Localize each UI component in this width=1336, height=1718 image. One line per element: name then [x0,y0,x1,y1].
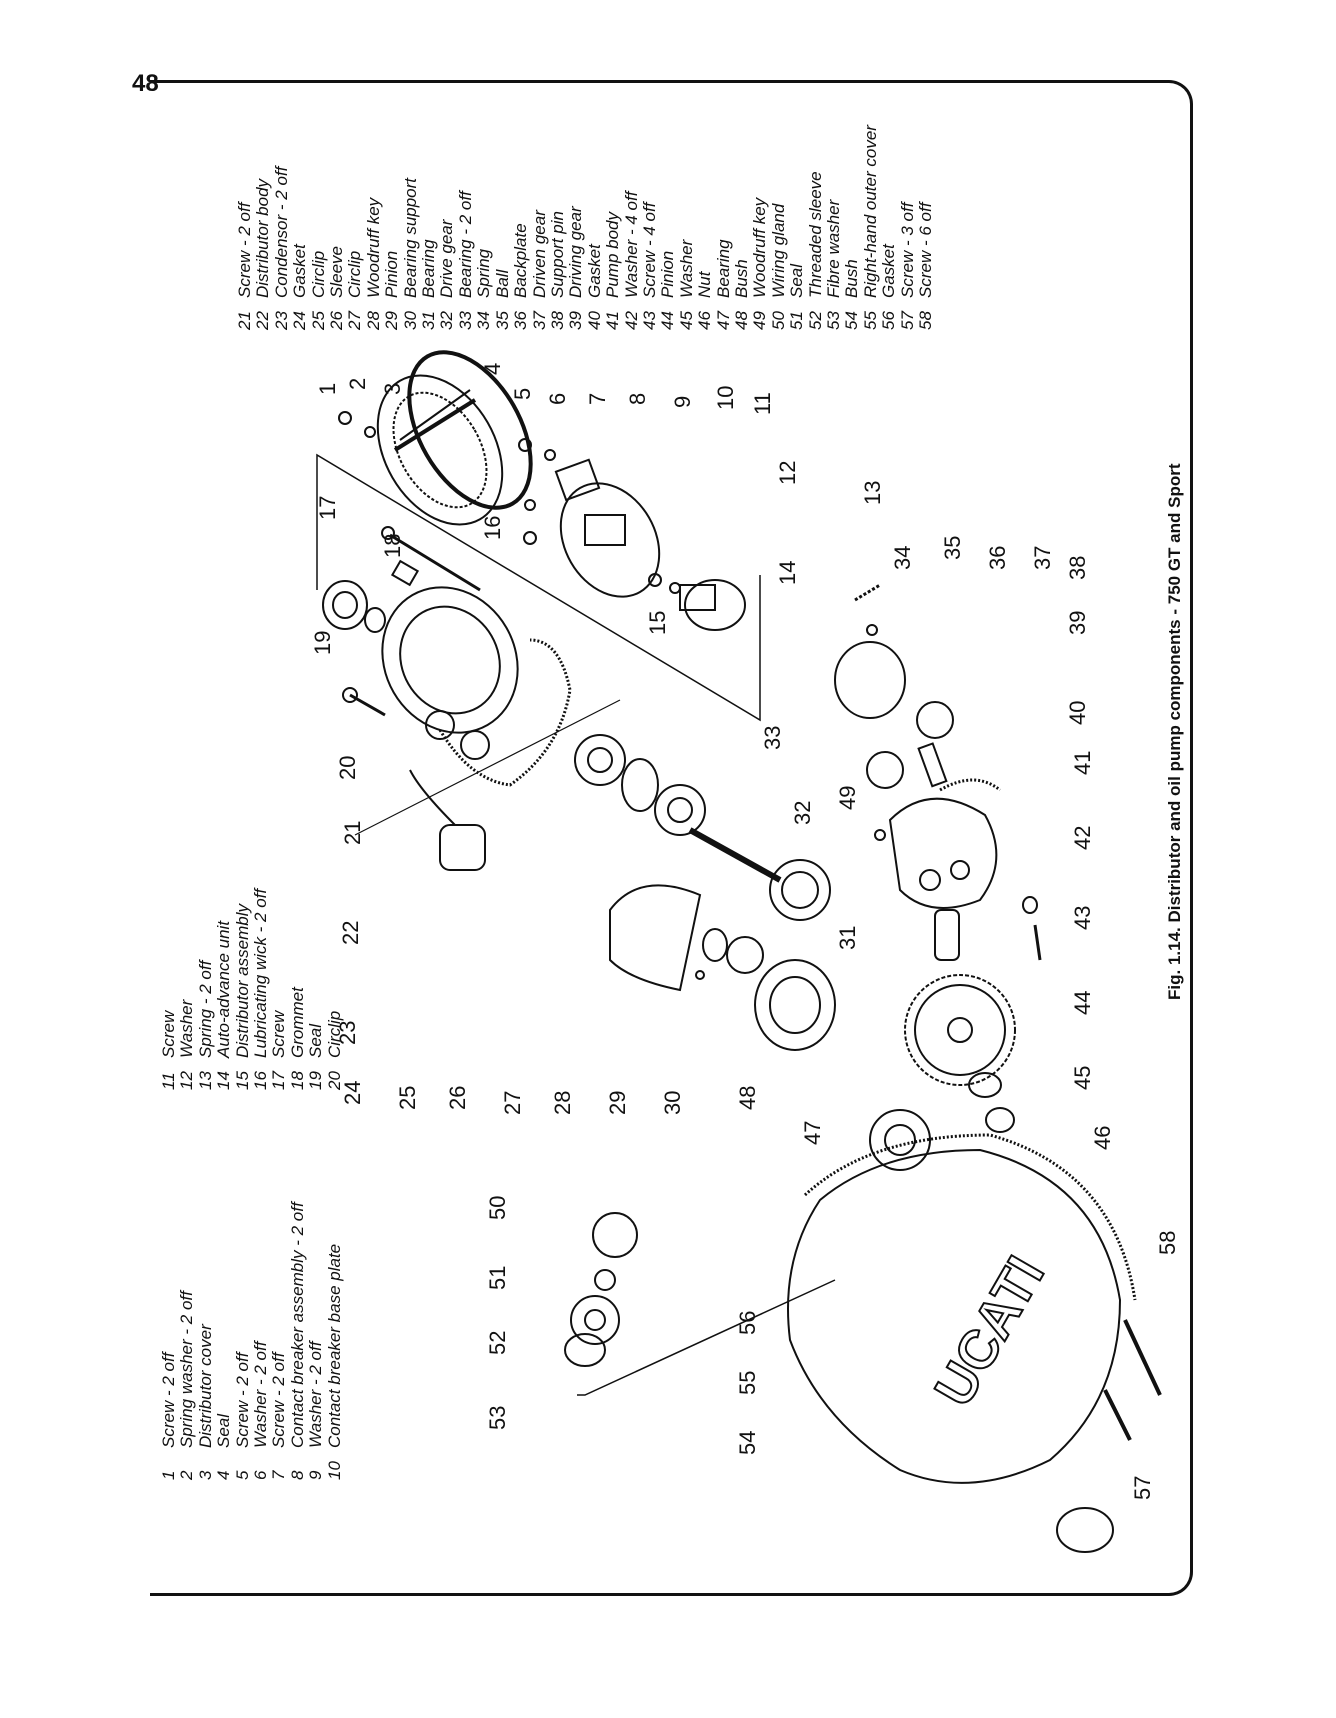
callout-36: 36 [985,546,1010,570]
callout-33: 33 [760,726,785,750]
callout-13: 13 [860,481,885,505]
callout-38: 38 [1065,556,1090,580]
distributor-body-drawing [381,586,519,760]
callout-44: 44 [1070,991,1095,1015]
callout-34: 34 [890,546,915,570]
callout-41: 41 [1070,751,1095,775]
callout-21: 21 [340,821,365,845]
ucati-logo: UCATI [923,1247,1055,1416]
callout-56: 56 [735,1311,760,1335]
callout-58: 58 [1155,1231,1180,1255]
callout-5: 5 [510,388,535,400]
callout-12: 12 [775,461,800,485]
callout-8: 8 [625,393,650,405]
callout-51: 51 [485,1266,510,1290]
callout-15: 15 [645,611,670,635]
callout-50: 50 [485,1196,510,1220]
callout-55: 55 [735,1371,760,1395]
callout-47: 47 [800,1121,825,1145]
callout-10: 10 [713,386,738,410]
callout-39: 39 [1065,611,1090,635]
callout-28: 28 [550,1091,575,1115]
callout-1: 1 [315,383,340,395]
callout-53: 53 [485,1406,510,1430]
callout-22: 22 [338,921,363,945]
callout-45: 45 [1070,1066,1095,1090]
callout-43: 43 [1070,906,1095,930]
callout-49: 49 [835,786,860,810]
callout-27: 27 [500,1091,525,1115]
callout-18: 18 [380,534,405,558]
callout-4: 4 [480,363,505,375]
callout-35: 35 [940,536,965,560]
callout-37: 37 [1030,546,1055,570]
callout-48: 48 [735,1086,760,1110]
callout-57: 57 [1130,1476,1155,1500]
callout-29: 29 [605,1091,630,1115]
callout-40: 40 [1065,701,1090,725]
callout-54: 54 [735,1431,760,1455]
callout-19: 19 [310,631,335,655]
callout-23: 23 [335,1021,360,1045]
callout-30: 30 [660,1091,685,1115]
callout-17: 17 [315,496,340,520]
callout-16: 16 [480,516,505,540]
callout-3: 3 [380,383,405,395]
callout-7: 7 [585,393,610,405]
callout-25: 25 [395,1086,420,1110]
callout-14: 14 [775,561,800,585]
callout-20: 20 [335,756,360,780]
callout-52: 52 [485,1331,510,1355]
callout-32: 32 [790,801,815,825]
callout-6: 6 [545,393,570,405]
callout-42: 42 [1070,826,1095,850]
callout-9: 9 [670,396,695,408]
callout-46: 46 [1090,1126,1115,1150]
callout-31: 31 [835,926,860,950]
callout-2: 2 [345,378,370,390]
callout-26: 26 [445,1086,470,1110]
page-frame [150,80,1193,1596]
callout-24: 24 [340,1081,365,1105]
callout-11: 11 [750,392,775,415]
